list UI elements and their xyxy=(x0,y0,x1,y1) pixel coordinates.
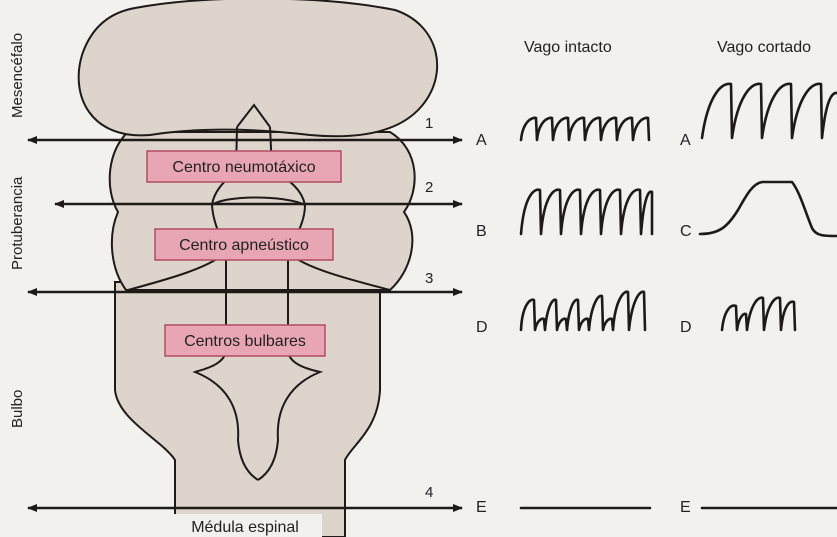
trace-intact-a xyxy=(521,118,649,140)
bulbar-centers-label: Centros bulbares xyxy=(184,333,306,350)
column-header-cut: Vago cortado xyxy=(717,39,811,56)
region-label-protuberancia: Protuberancia xyxy=(9,176,26,270)
trace-letter-intact-e: E xyxy=(476,499,487,516)
transection-number-2: 2 xyxy=(425,179,433,196)
trace-letter-cut-e: E xyxy=(680,499,691,516)
midbrain-shape xyxy=(79,0,437,136)
spinal-cord-shape xyxy=(115,282,380,537)
region-label-bulbo: Bulbo xyxy=(9,390,26,428)
transection-number-1: 1 xyxy=(425,115,433,132)
neumotaxic-center-label: Centro neumotáxico xyxy=(172,159,315,176)
center-boxes: Centro neumotáxico Centro apneústico Cen… xyxy=(147,151,341,356)
trace-cut-a xyxy=(702,84,837,138)
transection-number-3: 3 xyxy=(425,270,433,287)
trace-letter-intact-d: D xyxy=(476,319,488,336)
transection-number-4: 4 xyxy=(425,484,433,501)
trace-letter-intact-a: A xyxy=(476,132,487,149)
trace-letter-cut-d: D xyxy=(680,319,692,336)
waveforms xyxy=(521,84,837,508)
trace-intact-b xyxy=(521,190,652,234)
trace-letter-intact-b: B xyxy=(476,223,487,240)
trace-letter-cut-c: C xyxy=(680,223,692,240)
trace-cut-c xyxy=(700,182,837,236)
column-header-intact: Vago intacto xyxy=(524,39,612,56)
trace-cut-d xyxy=(722,298,795,330)
region-label-mesencefalo: Mesencéfalo xyxy=(9,33,26,118)
trace-letter-cut-a: A xyxy=(680,132,691,149)
trace-intact-d xyxy=(521,292,645,330)
apneustic-center-label: Centro apneústico xyxy=(179,237,309,254)
brainstem xyxy=(79,0,437,537)
spinal-cord-label: Médula espinal xyxy=(191,519,299,536)
